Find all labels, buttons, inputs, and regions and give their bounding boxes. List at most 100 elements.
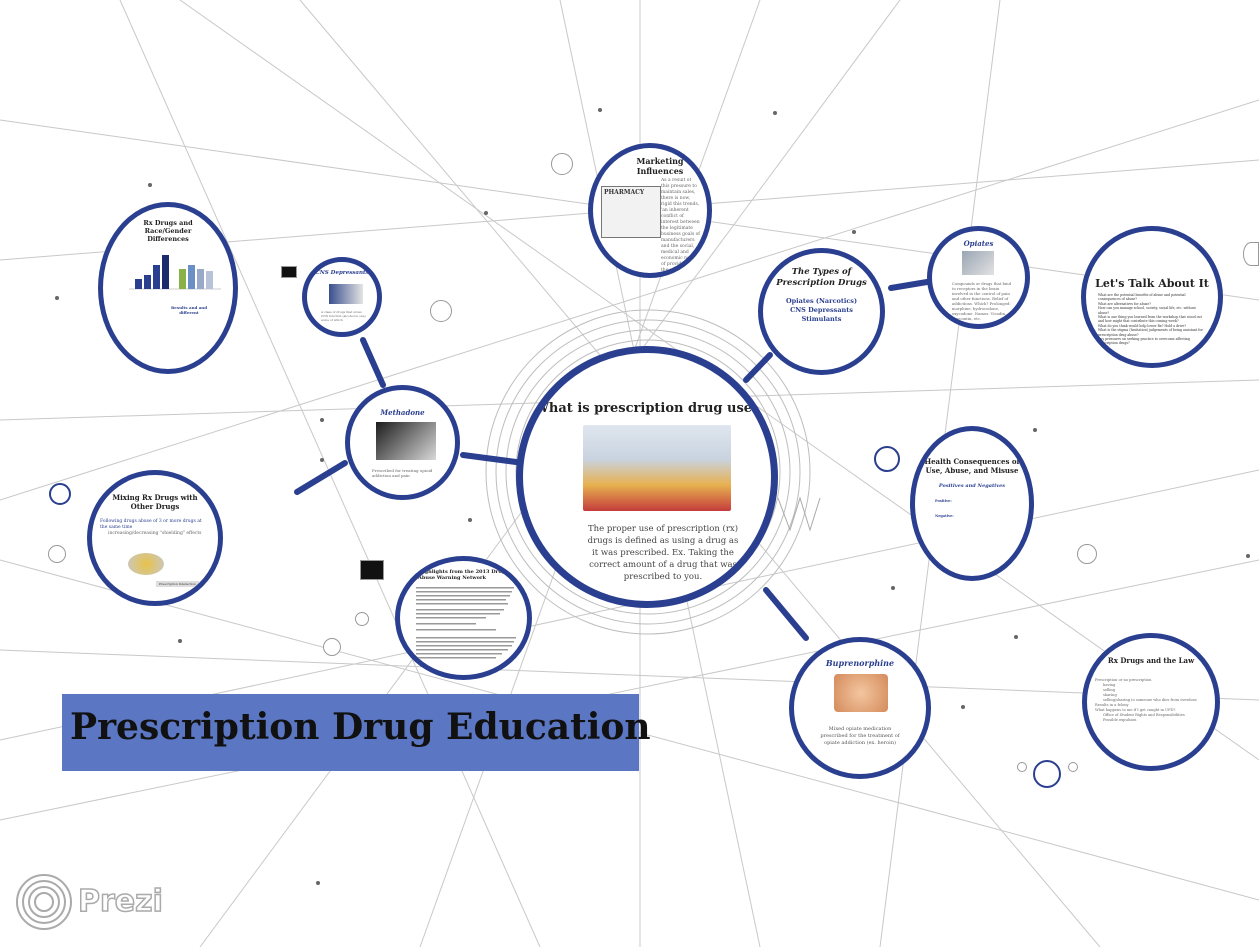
chart-bar [153, 265, 160, 289]
pharmacy-cartoon-image: PHARMACY [601, 186, 661, 238]
buprenorphine-body: Mixed opiate medication prescribed for t… [820, 726, 900, 746]
talk-question: What is one thing you learned from the w… [1098, 315, 1202, 324]
law-item: selling [1103, 688, 1116, 692]
health-body: Positive: Negative: [935, 499, 1019, 519]
types-item: CNS Depressants [790, 306, 853, 314]
mini-thumbnail[interactable] [1017, 762, 1027, 772]
video-thumbnail[interactable] [360, 560, 384, 580]
race-gender-chart [129, 255, 221, 290]
health-negative-label: Negative: [935, 514, 954, 518]
health-subheading: Positives and Negatives [938, 483, 1006, 489]
types-bubble[interactable]: The Types of Prescription Drugs Opiates … [758, 248, 885, 375]
mixing-item: increasing/decreasing "shielding" effect… [108, 531, 202, 536]
talk-question: What is the stigma (hesitation) judgemen… [1098, 328, 1203, 337]
talk-question: How can you manage school, society, soci… [1098, 306, 1196, 315]
talk-bubble[interactable]: Let's Talk About It What are the potenti… [1081, 226, 1223, 368]
cns-heading: CNS Depressants [315, 270, 369, 276]
race-gender-subheading: Results and and different [170, 305, 208, 315]
prezi-logo-icon [16, 874, 72, 930]
mixing-list: Following drugs abuse of 3 or more drugs… [100, 519, 210, 537]
types-list: Opiates (Narcotics) CNS Depressants Stim… [773, 297, 870, 324]
presentation-title-banner: Prescription Drug Education [62, 694, 651, 771]
video-thumbnail[interactable] [281, 266, 297, 278]
opiates-image [962, 251, 994, 275]
central-topic-bubble[interactable]: What is prescription drug use? The prope… [516, 346, 778, 608]
mini-thumbnail[interactable] [1033, 760, 1061, 788]
law-item: selling/sharing to someone who dies from… [1103, 698, 1197, 702]
law-item: Prescription or no prescription [1095, 678, 1152, 682]
chart-bar [206, 271, 213, 289]
types-heading: The Types of Prescription Drugs [776, 267, 867, 288]
race-gender-bubble[interactable]: Rx Drugs and Race/Gender Differences Res… [98, 202, 238, 374]
mini-thumbnail[interactable] [1068, 762, 1078, 772]
cns-bubble[interactable]: CNS Depressants A class of drugs that sl… [302, 257, 382, 337]
methadone-heading: Methadone [380, 408, 425, 417]
race-gender-heading: Rx Drugs and Race/Gender Differences [143, 219, 193, 243]
chart-bar [162, 255, 169, 289]
pharmacy-image-label: PHARMACY [604, 189, 645, 196]
methadone-bubble[interactable]: Methadone Prescribed for treating opioid… [345, 385, 460, 500]
opiates-body: Compounds or drugs that bind to receptor… [952, 281, 1012, 321]
law-list: Prescription or no prescription having s… [1095, 678, 1207, 723]
mixing-caption: Prescription Interaction [156, 581, 199, 587]
talk-question: What are the potential benefits of abuse… [1098, 293, 1186, 302]
buprenorphine-image [834, 674, 888, 712]
survey-bubble[interactable]: Highlights from the 2013 Drug Abuse Warn… [395, 556, 532, 680]
talk-question: Any pressures on seeking practice to ove… [1098, 337, 1190, 346]
mixing-item: Following drugs abuse of 3 or more drugs… [100, 519, 202, 530]
central-body: The proper use of prescription (rx) drug… [587, 524, 739, 582]
chart-bar [135, 279, 142, 289]
mini-thumbnail[interactable] [874, 446, 900, 472]
types-item: Opiates (Narcotics) [785, 297, 858, 305]
law-item: Office of Student Rights and Responsibil… [1103, 713, 1185, 717]
mixing-heading: Mixing Rx Drugs with Other Drugs [112, 493, 198, 511]
prezi-logo[interactable]: Prezi [14, 872, 174, 934]
health-heading: Health Consequences of Use, Abuse, and M… [924, 457, 1020, 475]
pills-spoon-image [128, 553, 164, 575]
health-bubble[interactable]: Health Consequences of Use, Abuse, and M… [910, 426, 1034, 581]
methadone-body: Prescribed for treating opioid addiction… [372, 468, 433, 478]
opiates-bubble[interactable]: Opiates Compounds or drugs that bind to … [927, 226, 1030, 329]
survey-heading: Highlights from the 2013 Drug Abuse Warn… [418, 569, 506, 581]
cns-image [329, 284, 363, 304]
mixing-bubble[interactable]: Mixing Rx Drugs with Other Drugs Followi… [87, 470, 223, 606]
mini-thumbnail[interactable] [355, 612, 369, 626]
marketing-body: As a result of this pressure to maintain… [661, 178, 700, 273]
mini-thumbnail[interactable] [430, 300, 452, 322]
buprenorphine-heading: Buprenorphine [825, 658, 895, 668]
health-positive-label: Positive: [935, 499, 952, 503]
presentation-title: Prescription Drug Education [70, 706, 651, 748]
cns-body: A class of drugs that slows CNS function… [321, 310, 366, 322]
survey-text-lines [416, 587, 516, 659]
chart-bar [197, 269, 204, 289]
mini-thumbnail[interactable] [323, 638, 341, 656]
marketing-bubble[interactable]: Marketing Influences PHARMACY As a resul… [588, 143, 712, 278]
marketing-heading: Marketing Influences [636, 156, 684, 176]
talk-question: What do you think would help lower Rx? H… [1098, 323, 1187, 328]
prezi-logo-text: Prezi [77, 883, 163, 920]
pill-bottles-image [583, 425, 731, 511]
buprenorphine-bubble[interactable]: Buprenorphine Mixed opiate medication pr… [789, 637, 931, 779]
opiates-heading: Opiates [963, 239, 994, 248]
types-item: Stimulants [801, 315, 842, 323]
law-item: having [1103, 683, 1116, 687]
chart-bar [144, 275, 151, 289]
law-item: sharing [1103, 693, 1117, 697]
law-item: Results in a felony [1095, 703, 1129, 707]
chart-bar [188, 265, 195, 289]
methadone-image [376, 422, 436, 460]
law-item: What happens to me if I get caught in UF… [1095, 708, 1176, 712]
mini-thumbnail[interactable] [48, 545, 66, 563]
mini-thumbnail[interactable] [1077, 544, 1097, 564]
talk-question: What are alternatives for abuse? [1098, 301, 1151, 306]
talk-heading: Let's Talk About It [1095, 277, 1209, 290]
mini-thumbnail[interactable] [49, 483, 71, 505]
law-heading: Rx Drugs and the Law [1107, 656, 1195, 665]
central-heading: What is prescription drug use? [534, 401, 760, 416]
chart-bar [179, 269, 186, 289]
mini-thumbnail[interactable] [1243, 242, 1259, 266]
law-item: Possible expulsion [1103, 718, 1137, 722]
talk-questions: What are the potential benefits of abuse… [1098, 293, 1208, 346]
law-bubble[interactable]: Rx Drugs and the Law Prescription or no … [1082, 633, 1220, 771]
mini-thumbnail[interactable] [551, 153, 573, 175]
